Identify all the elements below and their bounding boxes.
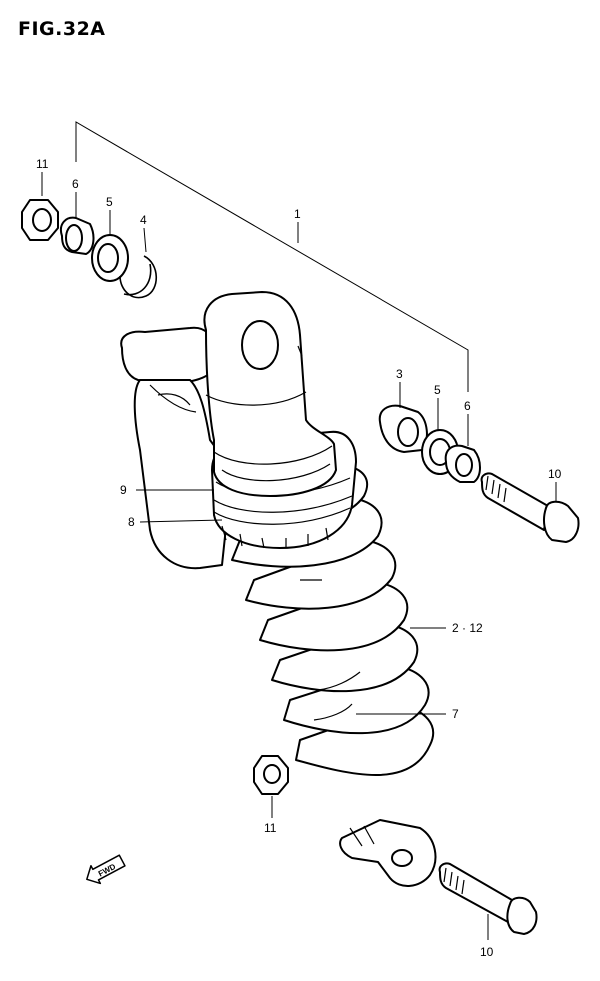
callout-5-top: 5 [106,195,113,209]
damper-rod [300,579,361,721]
callout-2-12: 2 · 12 [452,621,483,635]
callout-11-bottom: 11 [264,821,277,835]
assembly-bracket [75,121,469,392]
callout-6-top: 6 [72,177,79,191]
callout-4: 4 [140,213,147,227]
callout-10-right: 10 [548,467,562,481]
lower-mount-eye [339,819,437,887]
callout-8: 8 [128,515,135,529]
callout-9: 9 [120,483,127,497]
callout-1: 1 [294,207,301,221]
bottom-hardware [253,755,538,935]
reservoir-tank [120,326,233,570]
fwd-arrow-icon: FWD [86,854,126,885]
callout-11-top: 11 [36,157,49,171]
left-hardware [21,199,158,299]
figure-title: FIG.32A [18,18,106,40]
leader-lines [41,172,557,940]
callout-7: 7 [452,707,459,721]
shock-body [203,291,337,497]
callout-10-bottom: 10 [480,945,494,959]
callout-3: 3 [396,367,403,381]
right-hardware [378,404,580,543]
callout-6-right: 6 [464,399,471,413]
callout-5-right: 5 [434,383,441,397]
